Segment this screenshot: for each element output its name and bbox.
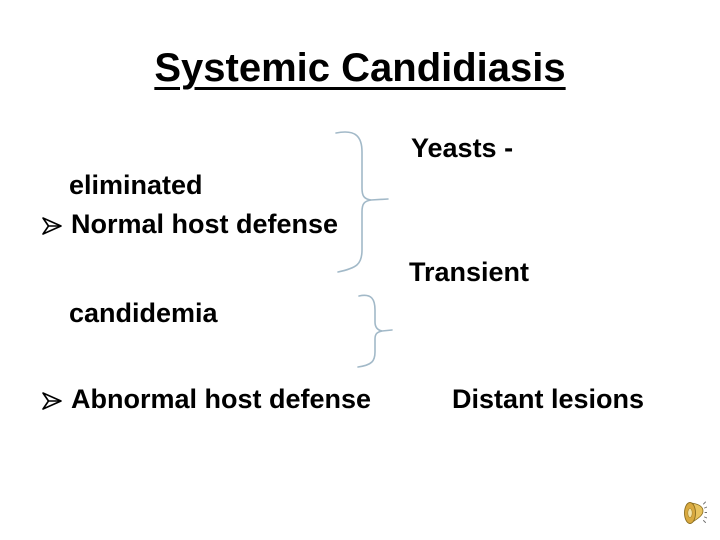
lower-brace-icon: [357, 294, 393, 368]
label-distant-lesions: Distant lesions: [452, 384, 645, 414]
three-d-arrowhead-icon: [42, 217, 62, 235]
label-normal-host-defense: Normal host defense: [71, 209, 339, 239]
label-abnormal-host-defense: Abnormal host defense: [71, 384, 372, 414]
three-d-arrowhead-icon: [42, 392, 62, 410]
speaker-icon[interactable]: [683, 496, 707, 526]
label-candidemia: candidemia: [69, 298, 218, 328]
slide-title: Systemic Candidiasis: [154, 46, 566, 90]
label-transient: Transient: [409, 257, 530, 287]
sound-rays-icon: [703, 501, 707, 523]
label-yeasts: Yeasts -: [411, 133, 514, 163]
upper-brace-icon: [335, 131, 389, 273]
label-eliminated: eliminated: [69, 170, 203, 200]
